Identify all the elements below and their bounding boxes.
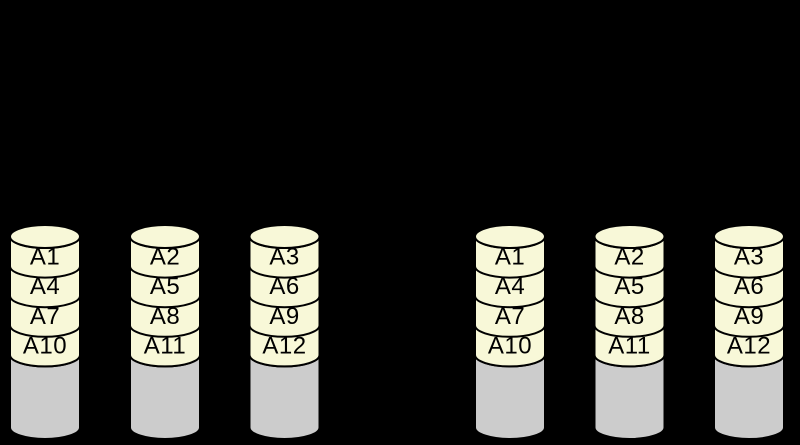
stripe-label: A5 — [614, 273, 644, 300]
stripe-label: A6 — [734, 273, 764, 300]
disk-stripe-separator — [474, 295, 546, 309]
stripe-label: A2 — [614, 244, 644, 271]
disk-stripe-separator — [9, 295, 81, 309]
stripe-label: A7 — [30, 303, 60, 330]
disk-body-shape — [593, 354, 666, 440]
disk-stripe-separator — [248, 295, 321, 309]
disk-stripe-separator — [248, 265, 321, 279]
disk-stripe-separator — [593, 265, 666, 279]
disk-stripe-separator — [129, 325, 201, 338]
stripe-label: A9 — [734, 303, 764, 330]
disk-stripe-separator — [9, 265, 81, 279]
disk-body-shape — [713, 354, 785, 440]
stripe-label: A7 — [495, 303, 525, 330]
disk-stripe-separator — [713, 265, 785, 279]
disk-body-shape — [9, 354, 81, 440]
disk-body-shape — [129, 354, 201, 440]
stripe-label: A9 — [269, 303, 299, 330]
disk-stripe-separator — [713, 325, 785, 338]
stripe-label: A3 — [269, 244, 299, 271]
stripe-label: A6 — [269, 273, 299, 300]
stripe-label: A8 — [614, 303, 644, 330]
stripe-label: A8 — [150, 303, 180, 330]
disk-stripe-separator — [248, 325, 321, 338]
stripe-label: A4 — [495, 273, 525, 300]
disk-top-ellipse — [593, 224, 666, 249]
disk-stripe-separator — [713, 295, 785, 309]
stripe-label: A1 — [495, 244, 525, 271]
disk-top-ellipse — [9, 224, 81, 249]
disk-stripe-separator — [474, 325, 546, 338]
stripe-label: A12 — [727, 332, 771, 359]
disk-stripe-separator — [9, 325, 81, 338]
stripe-label: A10 — [488, 332, 532, 359]
disk-stripe-separator — [474, 265, 546, 279]
disk-stripe-separator — [593, 325, 666, 338]
stripe-label: A10 — [23, 332, 67, 359]
stripe-label: A12 — [262, 332, 306, 359]
stripe-label: A2 — [150, 244, 180, 271]
stripe-label: A1 — [30, 244, 60, 271]
disk-top-ellipse — [248, 224, 321, 249]
disk-stripe-separator — [129, 265, 201, 279]
stripe-label: A4 — [30, 273, 60, 300]
disk-top-ellipse — [474, 224, 546, 249]
stripe-label: A3 — [734, 244, 764, 271]
disk-stripe-separator — [129, 295, 201, 309]
stripe-label: A11 — [608, 332, 650, 359]
disk-body-shape — [474, 354, 546, 440]
disk-body-shape — [248, 354, 321, 440]
disk-top-ellipse — [129, 224, 201, 249]
stripe-label: A5 — [150, 273, 180, 300]
stripe-label: A11 — [144, 332, 186, 359]
disk-stripe-separator — [593, 295, 666, 309]
disk-top-ellipse — [713, 224, 785, 249]
